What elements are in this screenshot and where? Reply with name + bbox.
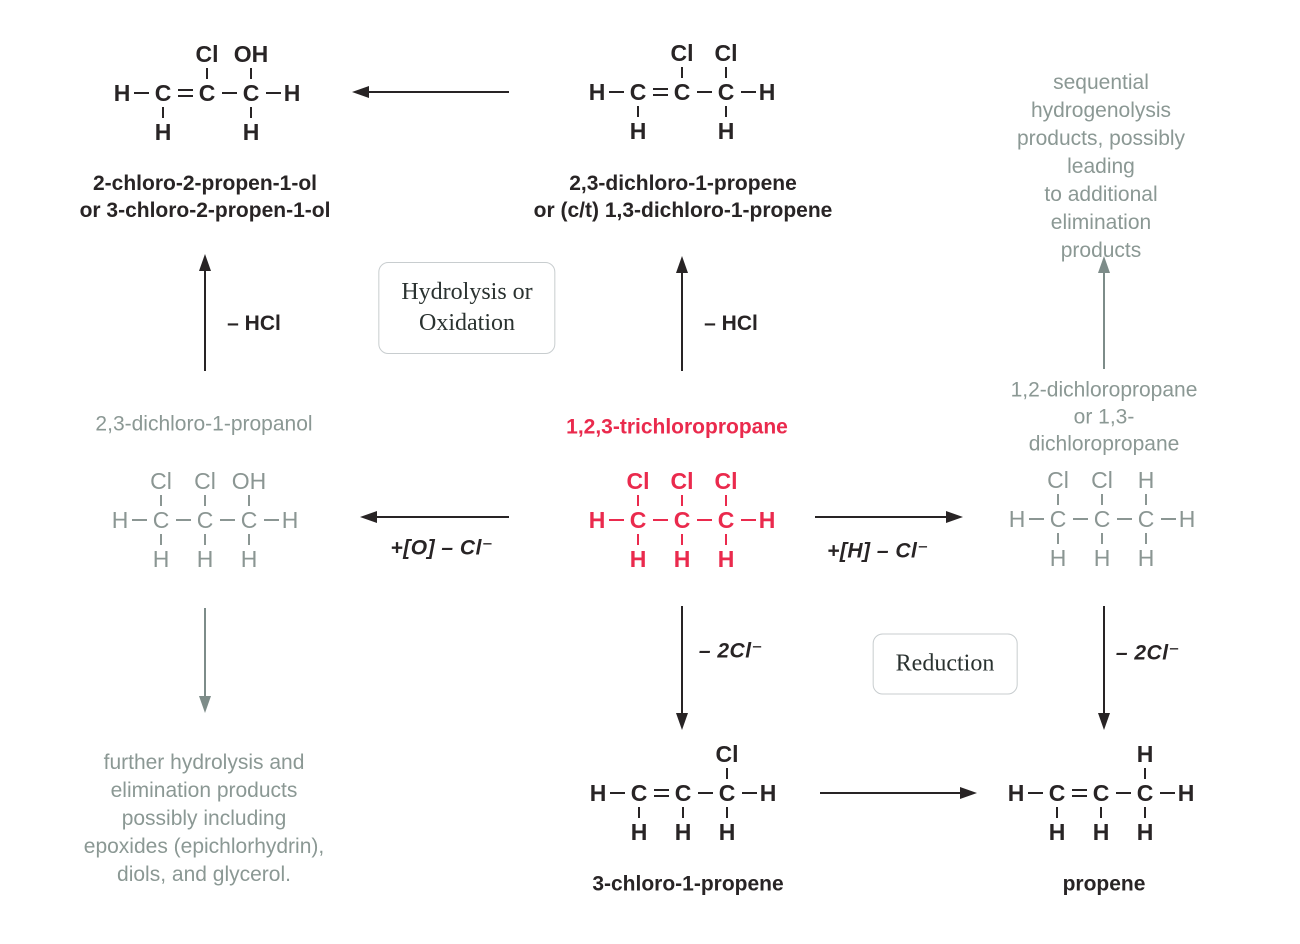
arrow-label-oxidation: +[O] – Cl⁻ (390, 536, 494, 560)
label-dichloropropene: 2,3-dichloro-1-propene or (c/t) 1,3-dich… (533, 172, 833, 222)
arrow-label-hydrogenation: +[H] – Cl⁻ (827, 539, 929, 563)
label-dichloropropanol: 2,3-dichloro-1-propanol (95, 412, 313, 436)
reduction-box: Reduction (872, 633, 1018, 695)
arrow-hcl-left (197, 254, 213, 372)
arrow-hydrogenation (815, 509, 963, 525)
arrow-hydrolysis-products (197, 608, 213, 713)
label-chloropropene: 3-chloro-1-propene (592, 872, 784, 896)
note-hydrogenolysis-products: sequential hydrogenolysis products, poss… (1016, 71, 1186, 262)
arrow-hydrogenolysis (1096, 256, 1112, 370)
label-propene: propene (1062, 872, 1146, 896)
arrow-label-minus-hcl-left: – HCl (227, 312, 281, 335)
arrow-label-minus-2cl-center: – 2Cl⁻ (698, 639, 764, 663)
arrow-2cl-center (674, 606, 690, 730)
label-dichloropropane: 1,2-dichloropropane or 1,3-dichloropropa… (1010, 378, 1198, 456)
note-hydrolysis-products: further hydrolysis and elimination produ… (83, 751, 325, 886)
arrow-oxidation (360, 509, 510, 525)
label-trichloropropane: 1,2,3-trichloropropane (566, 415, 788, 439)
arrow-label-minus-2cl-right: – 2Cl⁻ (1115, 641, 1181, 665)
arrow-dichloropropene-to-chloropropenol (352, 84, 510, 100)
arrow-label-minus-hcl-center: – HCl (704, 312, 758, 335)
arrow-2cl-right (1096, 606, 1112, 730)
arrow-hcl-center (674, 256, 690, 372)
arrow-chloropropene-to-propene (820, 785, 977, 801)
label-chloropropenol: 2-chloro-2-propen-1-ol or 3-chloro-2-pro… (79, 172, 331, 222)
hydrolysis-oxidation-box: Hydrolysis or Oxidation (378, 262, 556, 354)
